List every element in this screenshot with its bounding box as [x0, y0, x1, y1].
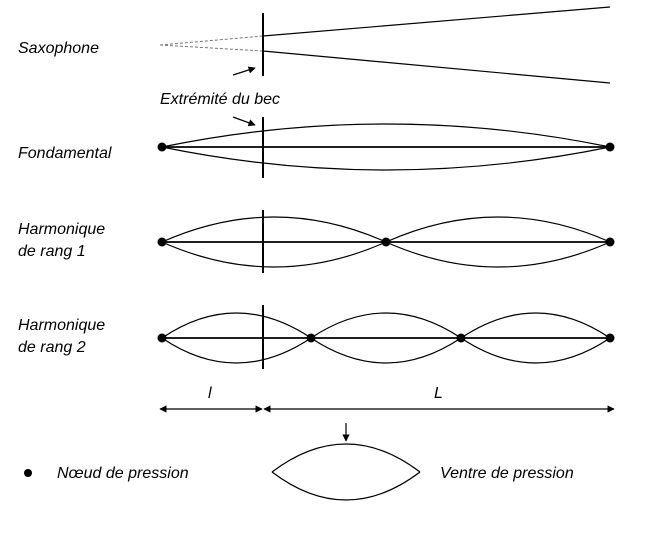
pressure-node — [157, 237, 167, 247]
label-harmonic1-line1: Harmonique — [18, 221, 105, 238]
legend-node-dot — [24, 469, 32, 477]
pressure-node — [605, 333, 615, 343]
pressure-node — [306, 333, 316, 343]
label-mouthpiece-tip: Extrémité du bec — [160, 91, 280, 108]
label-saxophone: Saxophone — [18, 40, 99, 57]
saxophone-cone — [159, 6, 611, 84]
label-dim-long: L — [434, 385, 443, 402]
wave-fundamental — [157, 117, 615, 178]
pressure-node — [157, 333, 167, 343]
pressure-node — [605, 142, 615, 152]
mouthpiece-arrow-lower — [232, 116, 256, 127]
legend-antinode-shape — [271, 423, 421, 501]
pressure-node — [157, 142, 167, 152]
pressure-node — [605, 237, 615, 247]
dimension-long: L — [263, 385, 615, 413]
label-harmonic2-line1: Harmonique — [18, 317, 105, 334]
pressure-node — [456, 333, 466, 343]
label-dim-short: l — [208, 385, 212, 402]
mouthpiece-arrow-upper — [232, 66, 256, 76]
legend-node-label: Nœud de pression — [57, 465, 189, 482]
label-fundamental: Fondamental — [18, 145, 112, 162]
wave-harmonic-2 — [157, 305, 615, 369]
legend-antinode-label: Ventre de pression — [440, 465, 574, 482]
pressure-node — [381, 237, 391, 247]
wave-harmonic-1 — [157, 210, 615, 273]
label-harmonic1-line2: de rang 1 — [18, 243, 86, 260]
label-harmonic2-line2: de rang 2 — [18, 339, 86, 356]
dimension-short: l — [159, 385, 263, 413]
